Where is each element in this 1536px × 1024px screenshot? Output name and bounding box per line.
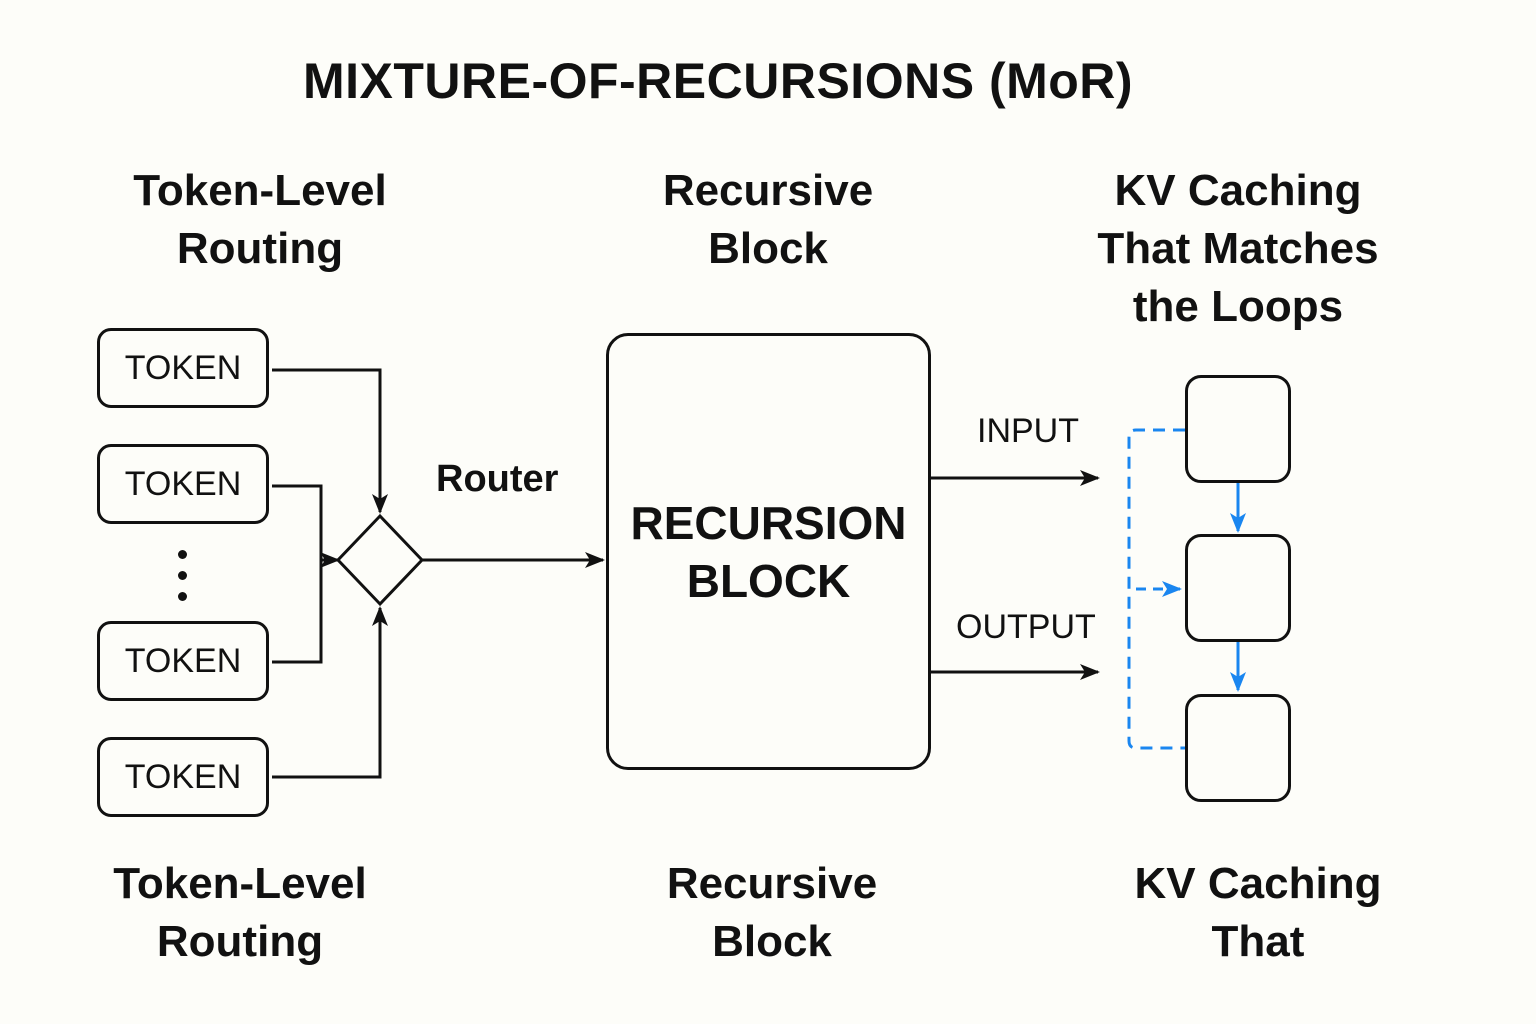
kv-cache-box bbox=[1185, 375, 1291, 483]
recursion-block-line: BLOCK bbox=[686, 554, 851, 607]
heading-line: Routing bbox=[176, 224, 344, 273]
heading-token-routing-top: Token-Level Routing bbox=[110, 162, 410, 278]
heading-token-routing-bottom: Token-Level Routing bbox=[90, 855, 390, 971]
token-box: TOKEN bbox=[97, 444, 269, 524]
output-label: OUTPUT bbox=[956, 608, 1096, 646]
heading-line: Token-Level bbox=[133, 166, 387, 215]
kv-cache-box bbox=[1185, 534, 1291, 642]
token-box: TOKEN bbox=[97, 328, 269, 408]
heading-recursive-block-top: Recursive Block bbox=[618, 162, 918, 278]
heading-line: Block bbox=[712, 917, 832, 966]
heading-recursive-block-bottom: Recursive Block bbox=[622, 855, 922, 971]
token-box: TOKEN bbox=[97, 737, 269, 817]
router-label: Router bbox=[436, 458, 559, 500]
heading-line: KV Caching bbox=[1114, 166, 1362, 215]
heading-line: Routing bbox=[156, 917, 324, 966]
token-box: TOKEN bbox=[97, 621, 269, 701]
heading-kv-caching-top: KV Caching That Matches the Loops bbox=[1058, 162, 1418, 336]
heading-line: That Matches bbox=[1097, 224, 1379, 273]
recursion-block: RECURSION BLOCK bbox=[606, 333, 931, 770]
heading-kv-caching-bottom: KV Caching That bbox=[1078, 855, 1438, 971]
vertical-ellipsis-icon bbox=[178, 550, 188, 601]
diagram-title: MIXTURE-OF-RECURSIONS (MoR) bbox=[302, 53, 1134, 109]
heading-line: Recursive bbox=[666, 859, 878, 908]
heading-line: Token-Level bbox=[113, 859, 367, 908]
heading-line: Recursive bbox=[662, 166, 874, 215]
kv-cache-box bbox=[1185, 694, 1291, 802]
heading-line: That bbox=[1211, 917, 1305, 966]
recursion-block-line: RECURSION bbox=[630, 496, 907, 549]
connector-token1-router bbox=[272, 368, 388, 514]
connector-token2-router bbox=[272, 484, 323, 664]
heading-line: Block bbox=[708, 224, 828, 273]
heading-line: the Loops bbox=[1132, 282, 1344, 331]
router-diamond bbox=[335, 513, 425, 607]
input-label: INPUT bbox=[977, 412, 1079, 450]
kv-dashed-loop bbox=[1127, 428, 1185, 750]
connector-token4-router bbox=[272, 606, 388, 779]
heading-line: KV Caching bbox=[1134, 859, 1382, 908]
